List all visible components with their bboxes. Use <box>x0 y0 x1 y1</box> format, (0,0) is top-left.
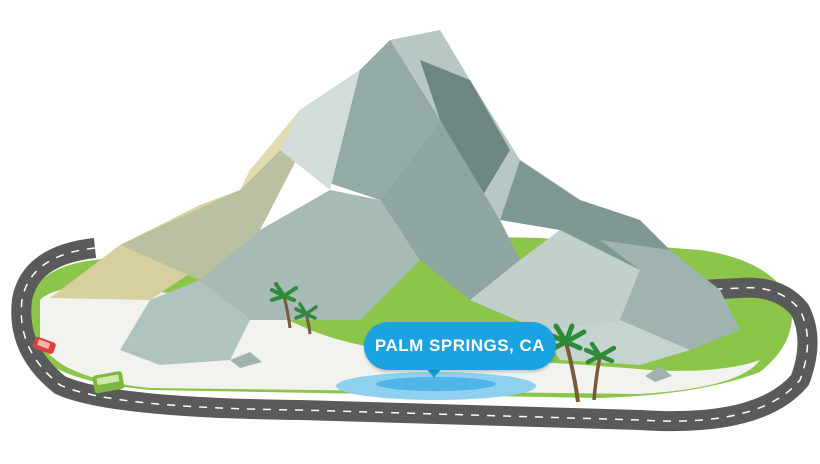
location-pin-icon <box>426 368 442 378</box>
palm-tree-icon <box>294 302 318 335</box>
location-pin-label: PALM SPRINGS, CA <box>364 322 556 370</box>
rock <box>645 366 672 382</box>
van-icon <box>92 371 125 394</box>
road-lane-markings <box>20 247 809 422</box>
palm-tree-icon <box>545 323 587 403</box>
car-icon <box>32 336 56 354</box>
palm-tree-icon <box>583 341 617 401</box>
water-pool-inner <box>376 377 496 391</box>
rock <box>230 352 262 368</box>
palm-tree-icon <box>270 282 298 329</box>
mountain-icon <box>50 30 740 365</box>
